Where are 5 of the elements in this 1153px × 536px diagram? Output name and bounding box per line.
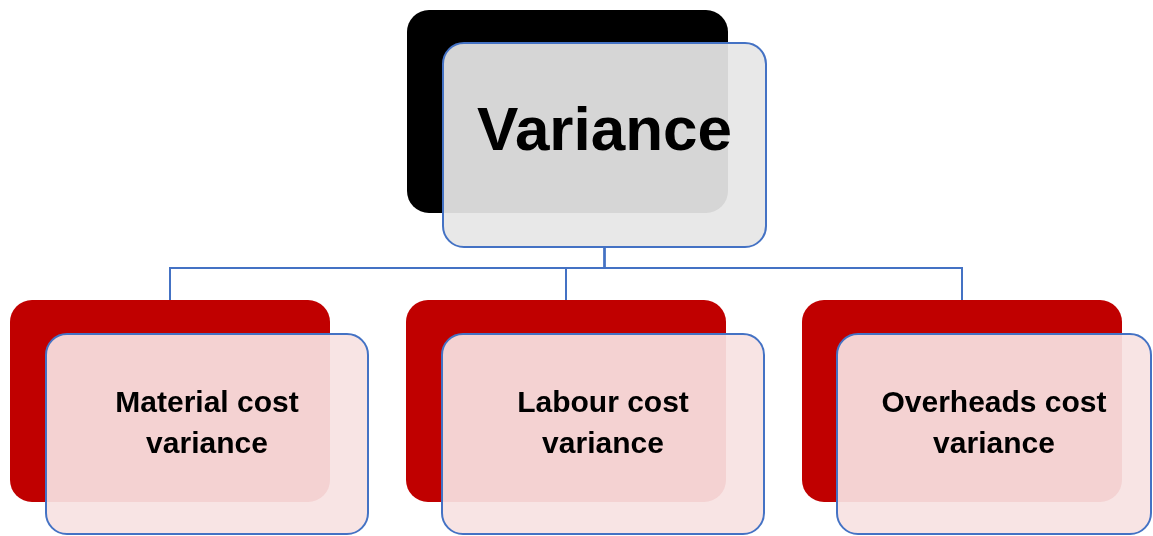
box-label: Labour cost variance: [516, 384, 690, 461]
box-label: Overheads cost variance: [880, 384, 1108, 461]
connector-line: [603, 247, 963, 301]
box-label: Material cost variance: [114, 384, 300, 461]
title-text: Variance: [476, 93, 733, 166]
